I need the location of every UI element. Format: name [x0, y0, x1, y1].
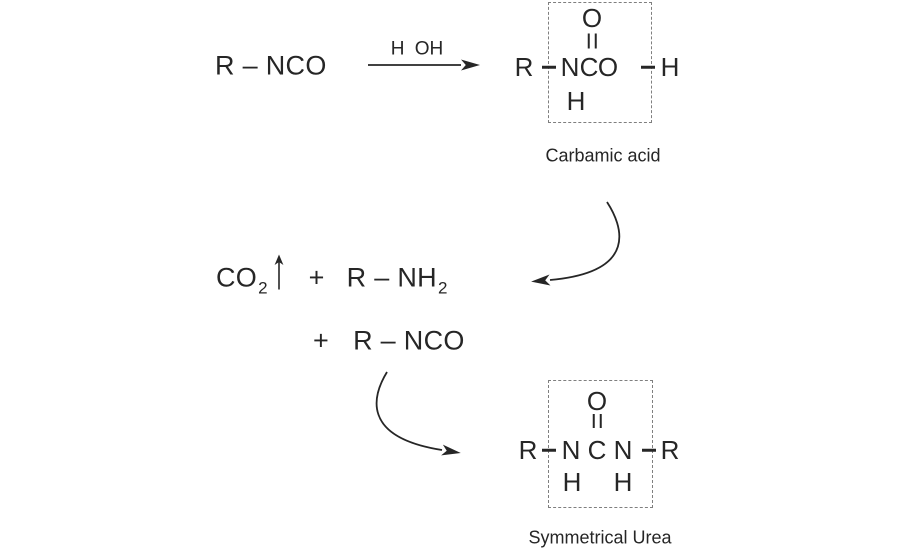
- double-bond-line: [599, 414, 602, 428]
- atom-o: O: [597, 52, 619, 82]
- atom-n: N: [560, 52, 580, 82]
- carbamic-highlight-box: [548, 2, 652, 123]
- carbamic-caption: Carbamic acid: [545, 145, 661, 166]
- plus-sign: +: [313, 325, 330, 356]
- second-reactant-line: + R – NCO: [313, 325, 465, 356]
- double-bond-line: [587, 33, 590, 49]
- single-bond: [542, 65, 556, 69]
- double-bond-line: [592, 414, 595, 428]
- atom-c: C: [587, 435, 607, 465]
- single-bond: [641, 65, 655, 69]
- co2-formula: CO: [216, 262, 258, 293]
- curved-arrow-to-urea: [375, 371, 461, 456]
- atom-h-below-n-right: H: [613, 467, 633, 497]
- plus-sign: +: [308, 262, 325, 293]
- single-bond: [642, 448, 656, 452]
- amine-subscript: 2: [437, 278, 448, 298]
- atom-r-left: R: [518, 435, 538, 465]
- single-bond: [542, 448, 556, 452]
- atom-h: H: [660, 52, 680, 82]
- co2-subscript: 2: [258, 278, 268, 298]
- products-line: CO 2 + R – NH 2: [216, 254, 447, 297]
- gas-up-arrow-icon: [271, 254, 287, 292]
- atom-h-below-n-left: H: [562, 467, 582, 497]
- reactant-formula: R – NCO: [215, 50, 327, 81]
- double-bond-line: [594, 33, 597, 49]
- atom-n-left: N: [561, 435, 581, 465]
- isocyanate-formula: R – NCO: [353, 325, 465, 356]
- atom-r-right: R: [660, 435, 680, 465]
- atom-o-top: O: [581, 3, 603, 33]
- urea-highlight-box: [548, 380, 653, 508]
- atom-c: C: [579, 52, 599, 82]
- atom-o-top: O: [586, 386, 608, 416]
- urea-caption: Symmetrical Urea: [528, 527, 672, 548]
- atom-n-right: N: [613, 435, 633, 465]
- atom-h-below-n: H: [566, 86, 586, 116]
- water-label: H OH: [390, 38, 444, 60]
- atom-r: R: [514, 52, 534, 82]
- amine-formula: R – NH: [346, 262, 437, 293]
- curved-arrow-to-products: [531, 201, 621, 286]
